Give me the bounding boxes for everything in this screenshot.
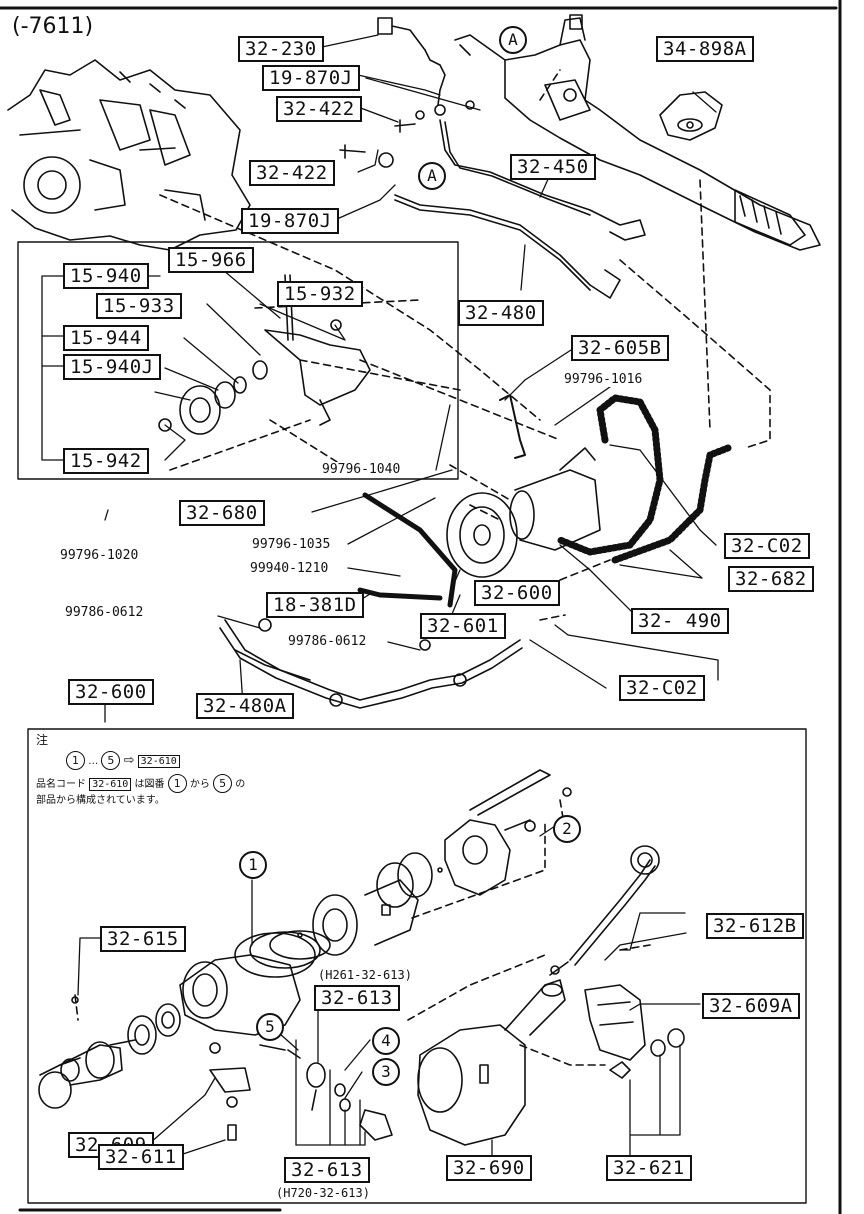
callout-32-621[interactable]: 32-621 [606,1155,692,1181]
sub-assembly-frame [17,241,459,480]
callout-32-422-lower[interactable]: 32-422 [249,160,335,186]
callout-32-613-lower[interactable]: 32-613 [284,1157,370,1183]
mount-pad-drawing [659,91,723,141]
callout-32-480A[interactable]: 32-480A [196,693,294,719]
callout-32-601[interactable]: 32-601 [420,613,506,639]
note-circle-1: 1 [66,751,85,770]
pump-drawing [446,447,601,578]
steering-gear-drawing [454,14,821,251]
engine-block-drawing [7,59,251,251]
note-arrow-icon: ⇨ [123,753,135,768]
note-text-b: は図番 [134,779,165,790]
callout-32-605B[interactable]: 32-605B [571,335,669,361]
dashed-guides [159,69,771,621]
callout-15-944[interactable]: 15-944 [63,325,149,351]
callout-32-609A[interactable]: 32-609A [702,993,800,1019]
callout-32-422-upper[interactable]: 32-422 [276,96,362,122]
callout-32-680[interactable]: 32-680 [179,500,265,526]
bolt-drawing-2 [339,144,366,159]
callout-32-450[interactable]: 32-450 [510,154,596,180]
reference-mark-a-lower: A [418,162,446,190]
callout-32-600-detail[interactable]: 32-600 [68,679,154,705]
callout-32-480[interactable]: 32-480 [458,300,544,326]
bolt-code-99786-0612-right: 99786-0612 [288,634,367,649]
pressure-lines-drawing [377,17,646,299]
callout-32-490[interactable]: 32- 490 [631,608,729,634]
callout-32-613-upper[interactable]: 32-613 [314,985,400,1011]
callout-32-C02-upper[interactable]: 32-C02 [724,533,810,559]
note-circle-5: 5 [101,751,121,770]
note-text-d: の [235,779,246,790]
note-text-a: 品名コード [36,779,86,790]
reference-circle-5: 5 [256,1013,284,1041]
note-title: 注 [36,733,49,747]
note-text-c: から [189,779,210,790]
lower-lines-drawing [219,618,523,709]
note-ellipsis: … [88,756,99,767]
detail-notes: 注 1 … 5 ⇨ 32-610 品名コード 32-610 は図番 1 から 5… [36,733,245,808]
reference-circle-4: 4 [372,1027,400,1055]
note-code-32-610: 32-610 [137,755,180,768]
return-hoses-drawing [556,394,732,564]
callout-19-870J-lower[interactable]: 19-870J [241,208,339,234]
reference-circle-3: 3 [372,1058,400,1086]
callout-32-612B[interactable]: 32-612B [706,913,804,939]
callout-15-942[interactable]: 15-942 [63,448,149,474]
note-h261-32-613: (H261-32-613) [318,968,412,982]
reference-circle-1: 1 [239,851,267,879]
callout-32-611[interactable]: 32-611 [98,1144,184,1170]
callout-15-933[interactable]: 15-933 [96,293,182,319]
callout-32-600-upper[interactable]: 32-600 [474,580,560,606]
callout-32-690[interactable]: 32-690 [446,1155,532,1181]
reference-circle-2: 2 [553,815,581,843]
note-circle-1-inline: 1 [167,774,187,793]
callout-18-381D[interactable]: 18-381D [266,592,364,618]
callout-34-898A[interactable]: 34-898A [656,36,754,62]
bolt-code-99796-1016: 99796-1016 [564,372,643,387]
detail-frame [27,728,807,1204]
bolt-code-99786-0612-left: 99786-0612 [65,605,144,620]
note-text-line3: 部品から構成されています。 [36,795,165,806]
bolt-code-99796-1040: 99796-1040 [322,462,401,477]
bolt-code-99796-1020: 99796-1020 [60,548,139,563]
callout-15-940[interactable]: 15-940 [63,263,149,289]
callout-32-682[interactable]: 32-682 [728,566,814,592]
dashed-guides-lower [74,799,651,1066]
bolt-code-99940-1210: 99940-1210 [250,561,329,576]
idler-pulley-drawing [158,274,371,435]
pump-bracket-drawing [499,394,526,459]
callout-15-966[interactable]: 15-966 [168,247,254,273]
callout-19-870J-upper[interactable]: 19-870J [262,65,360,91]
pump-exploded-drawing [38,769,685,1146]
callout-32-C02-lower[interactable]: 32-C02 [619,675,705,701]
note-h720-32-613: (H720-32-613) [276,1186,370,1200]
note-circle-5-inline: 5 [213,774,233,793]
leader-lines-lower [77,825,701,1156]
callout-15-932[interactable]: 15-932 [277,281,363,307]
callout-32-615[interactable]: 32-615 [100,926,186,952]
note-code-32-610-inline: 32-610 [89,778,132,791]
bolt-code-99796-1035: 99796-1035 [252,537,331,552]
model-range-label: (-7611) [12,14,94,39]
callout-15-940J[interactable]: 15-940J [63,354,161,380]
bolt-drawing [394,119,416,133]
reference-mark-a-upper: A [499,26,527,54]
callout-32-230[interactable]: 32-230 [238,36,324,62]
